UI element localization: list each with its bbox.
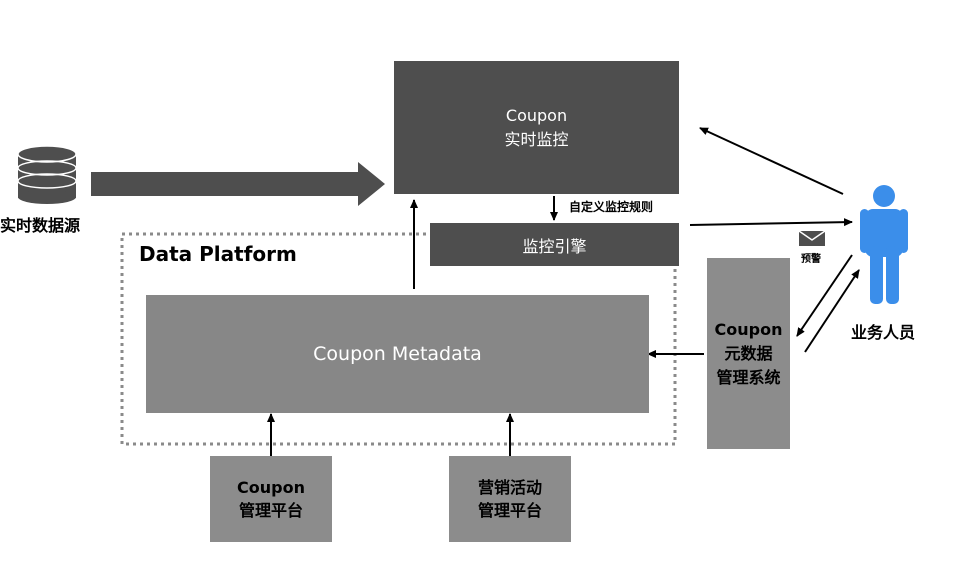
coupon-metadata-box: Coupon Metadata [146,295,649,413]
user-to-monitor-arrow [699,127,844,195]
database-icon [17,145,77,204]
system-to-user-arrow [804,269,860,353]
monitor-engine-box: 监控引擎 [430,223,679,266]
coupon-platform-line1: Coupon [237,477,305,497]
rule-label: 自定义监控规则 [569,200,654,214]
data-source-label: 实时数据源 [0,216,81,235]
metadata-system-line2: 元数据 [724,343,773,363]
data-platform-border [120,232,677,446]
alert-label: 预警 [801,254,821,265]
metadata-system-box: Coupon 元数据 管理系统 [707,258,790,449]
business-user-label: 业务人员 [851,323,916,342]
realtime-monitor-line1: Coupon [505,106,568,126]
metadata-system-line3: 管理系统 [716,367,781,387]
realtime-monitor-line2: 实时监控 [504,129,569,149]
metadata-system-line1: Coupon [714,319,783,339]
engine-to-user-arrow [689,218,853,227]
coupon-platform-line2: 管理平台 [238,501,303,520]
marketing-platform-line2: 管理平台 [477,501,542,520]
marketing-platform-box: 营销活动 管理平台 [449,456,571,542]
envelope-icon [798,230,826,246]
coupon-platform-box: Coupon 管理平台 [210,456,332,542]
user-to-system-arrow [796,254,853,337]
marketing-platform-line1: 营销活动 [477,477,542,497]
data-platform-title: Data Platform [139,242,297,266]
coupon-metadata-label: Coupon Metadata [313,343,482,365]
person-icon [860,185,908,304]
realtime-monitor-box: Coupon 实时监控 [394,61,679,194]
monitor-engine-label: 监控引擎 [522,236,587,256]
data-source-arrow [91,162,385,206]
